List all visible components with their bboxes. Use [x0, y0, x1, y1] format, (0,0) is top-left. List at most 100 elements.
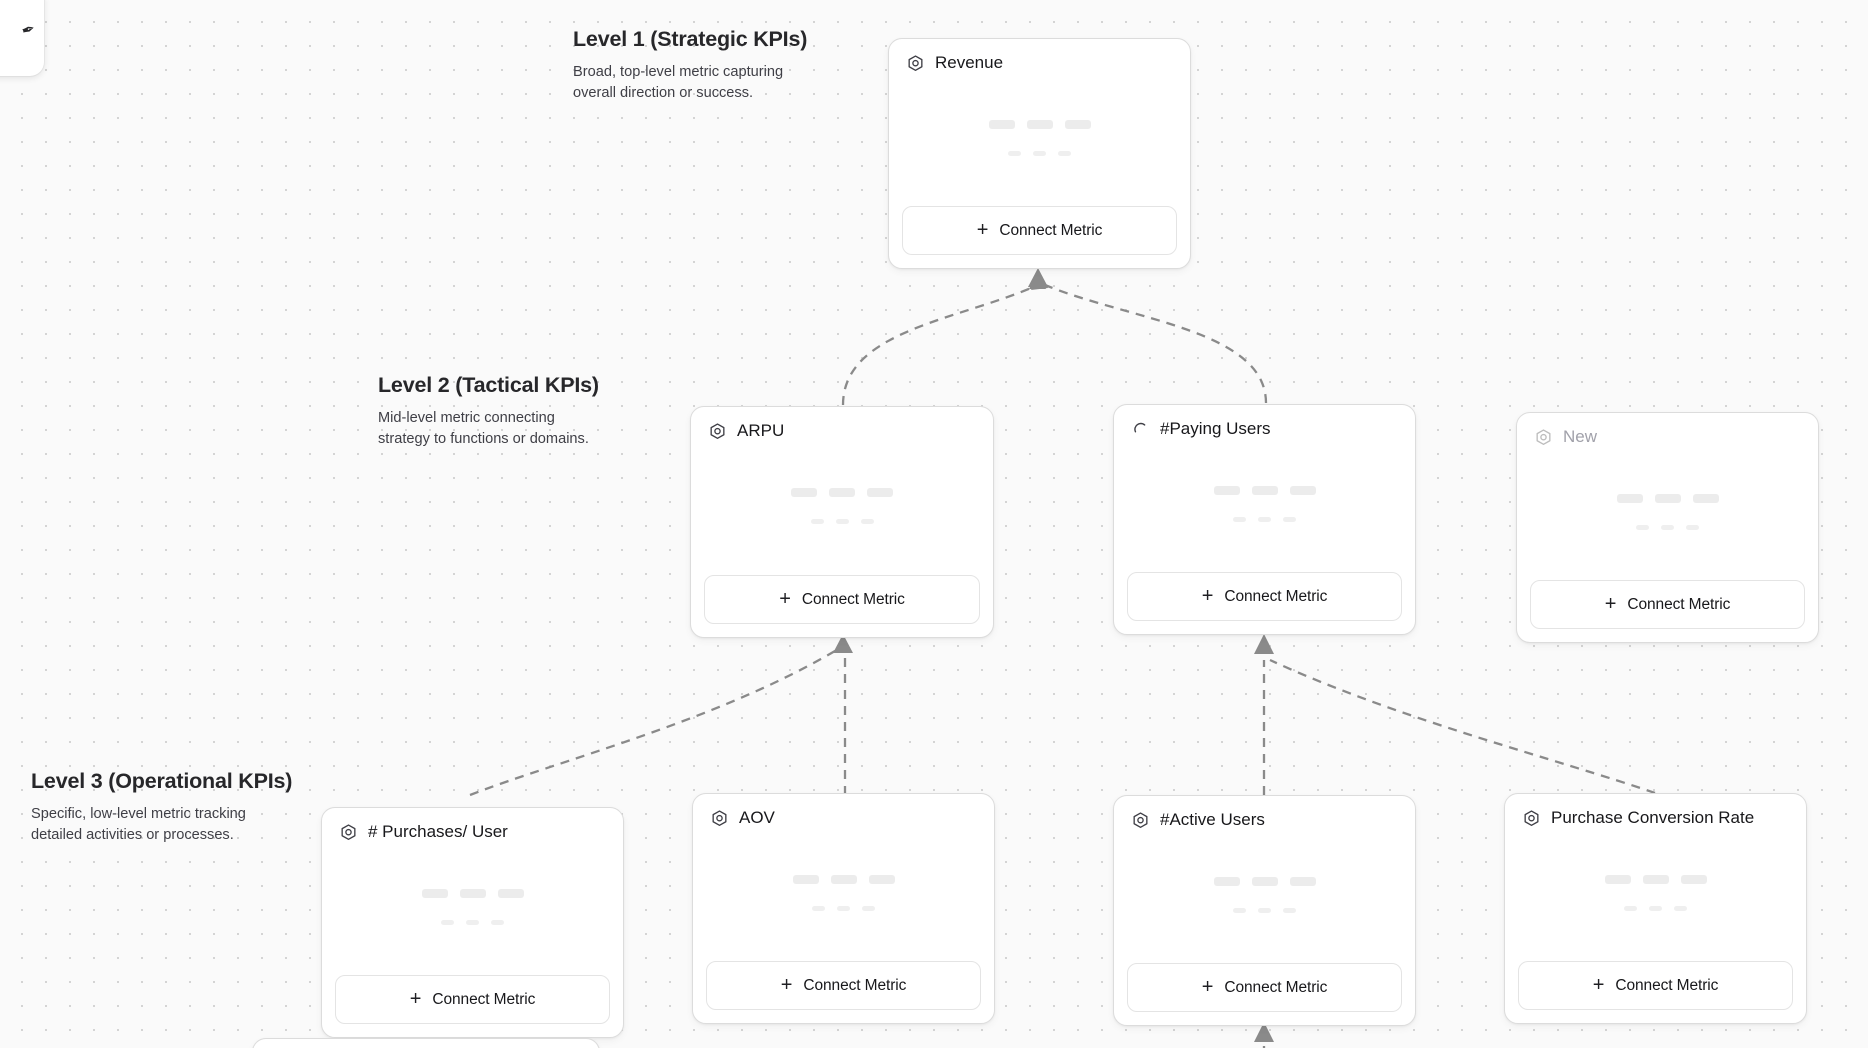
skeleton-bar [1258, 516, 1271, 522]
skeleton-bar [835, 519, 849, 525]
skeleton-bar [1636, 524, 1649, 530]
connect-metric-label: Connect Metric [1627, 595, 1731, 613]
metric-card-placeholder [1127, 439, 1402, 572]
skeleton-bar [791, 488, 817, 498]
skeleton-bar [1616, 493, 1643, 503]
edge-arrow-revenue-right [1031, 272, 1048, 290]
metric-card-new[interactable]: New + Connect Metric [1516, 412, 1819, 643]
connect-metric-label: Connect Metric [999, 221, 1103, 239]
connect-metric-label: Connect Metric [1224, 978, 1328, 996]
hexagon-target-icon [1131, 811, 1150, 830]
level-1-description-line-1: Broad, top-level metric capturing [573, 63, 784, 80]
skeleton-bar [1283, 907, 1296, 913]
skeleton-bar [1258, 907, 1271, 913]
metric-card-header: #Active Users [1127, 808, 1402, 830]
skeleton-bar [1624, 905, 1637, 911]
skeleton-bar [1233, 516, 1246, 522]
metric-card-active-users[interactable]: #Active Users + Connect Metric [1113, 795, 1416, 1026]
skeleton-bar [1008, 150, 1021, 156]
plus-icon: + [1604, 592, 1617, 615]
skeleton-bar [491, 919, 504, 925]
edge-payingusers-to-revenue [1044, 283, 1268, 404]
skeleton-bar [837, 905, 850, 911]
hexagon-target-icon [906, 54, 925, 73]
level-3-description-line-2: detailed activities or processes. [31, 827, 234, 844]
skeleton-row-primary [421, 888, 524, 898]
skeleton-bar [1604, 874, 1631, 884]
skeleton-row-primary [792, 874, 895, 884]
connect-metric-label: Connect Metric [1224, 587, 1328, 605]
metric-card-title: New [1563, 427, 1598, 446]
level-1-title: Level 1 (Strategic KPIs) [573, 27, 808, 51]
skeleton-bar [1642, 874, 1669, 884]
metric-card-aov[interactable]: AOV + Connect Metric [692, 793, 995, 1024]
metric-card-title: AOV [739, 808, 775, 827]
metric-card-paying-users[interactable]: #Paying Users + Connect Metric [1113, 404, 1416, 635]
spinner-icon [1131, 420, 1150, 439]
level-1-description-line-2: overall direction or success. [573, 85, 754, 102]
metric-card-header: Purchase Conversion Rate [1518, 806, 1793, 828]
connect-metric-button[interactable]: + Connect Metric [902, 206, 1177, 255]
plus-icon: + [409, 987, 422, 1010]
skeleton-bar [1654, 493, 1681, 503]
skeleton-bar [1064, 119, 1091, 129]
skeleton-bar [1251, 876, 1278, 886]
metric-card-title: #Active Users [1160, 810, 1265, 829]
metric-card-header: AOV [706, 806, 981, 828]
metric-card-purchases-per-user[interactable]: # Purchases/ User + Connect Metric [321, 807, 624, 1038]
metric-card-placeholder [704, 441, 980, 575]
level-1-description: Broad, top-level metric capturing overal… [573, 62, 903, 104]
edge-conversion-to-payingusers [1269, 658, 1656, 795]
connect-metric-button[interactable]: + Connect Metric [706, 961, 981, 1010]
skeleton-row-primary [1213, 876, 1316, 886]
skeleton-bar [421, 888, 448, 898]
skeleton-bar [812, 905, 825, 911]
level-2-annotation: Level 2 (Tactical KPIs) Mid-level metric… [378, 372, 708, 450]
skeleton-row-secondary [812, 905, 875, 911]
skeleton-bar [1692, 493, 1719, 503]
metric-card-revenue[interactable]: Revenue + Connect Metric [888, 38, 1191, 269]
skeleton-bar [829, 488, 855, 498]
edge-arrow-revenue-left [1029, 272, 1046, 289]
skeleton-row-secondary [1624, 905, 1687, 911]
metric-card-arpu[interactable]: ARPU + Connect Metric [690, 406, 994, 638]
skeleton-bar [1251, 485, 1278, 495]
metric-card-title: Revenue [935, 53, 1004, 72]
connect-metric-button[interactable]: + Connect Metric [335, 975, 610, 1024]
skeleton-bar [497, 888, 524, 898]
metric-card-title: ARPU [737, 421, 785, 440]
metric-card-title: Purchase Conversion Rate [1551, 808, 1755, 827]
level-3-description-line-1: Specific, low-level metric tracking [31, 805, 246, 822]
skeleton-row-secondary [810, 519, 874, 525]
skeleton-bar [810, 519, 824, 525]
skeleton-bar [867, 488, 893, 498]
connect-metric-button[interactable]: + Connect Metric [1127, 572, 1402, 621]
hexagon-target-icon [339, 823, 358, 842]
connect-metric-button[interactable]: + Connect Metric [1518, 961, 1793, 1010]
hexagon-target-icon [708, 422, 727, 441]
plus-icon: + [1201, 975, 1214, 998]
metric-card-placeholder [706, 828, 981, 961]
skeleton-bar [1026, 119, 1053, 129]
metric-card-purchase-conversion-rate[interactable]: Purchase Conversion Rate + Connect Metri… [1504, 793, 1807, 1024]
metric-card-header: # Purchases/ User [335, 820, 610, 842]
floating-corner-panel[interactable]: ✒ [0, 0, 44, 76]
level-3-title: Level 3 (Operational KPIs) [31, 769, 293, 793]
connect-metric-label: Connect Metric [801, 590, 905, 608]
connect-metric-button[interactable]: + Connect Metric [704, 575, 980, 624]
metric-card-header: ARPU [704, 419, 980, 441]
connect-metric-label: Connect Metric [432, 990, 536, 1008]
metric-card-offscreen-bottom[interactable] [252, 1038, 600, 1048]
skeleton-bar [860, 519, 874, 525]
level-2-description: Mid-level metric connecting strategy to … [378, 408, 708, 450]
connect-metric-button[interactable]: + Connect Metric [1127, 963, 1402, 1012]
skeleton-row-primary [1604, 874, 1707, 884]
metric-card-title: # Purchases/ User [368, 822, 508, 841]
level-3-description: Specific, low-level metric tracking deta… [31, 804, 361, 846]
connect-metric-label: Connect Metric [1615, 976, 1719, 994]
hexagon-target-icon [1534, 428, 1553, 447]
metric-card-placeholder [902, 73, 1177, 206]
level-1-annotation: Level 1 (Strategic KPIs) Broad, top-leve… [573, 26, 903, 104]
connect-metric-button[interactable]: + Connect Metric [1530, 580, 1805, 629]
